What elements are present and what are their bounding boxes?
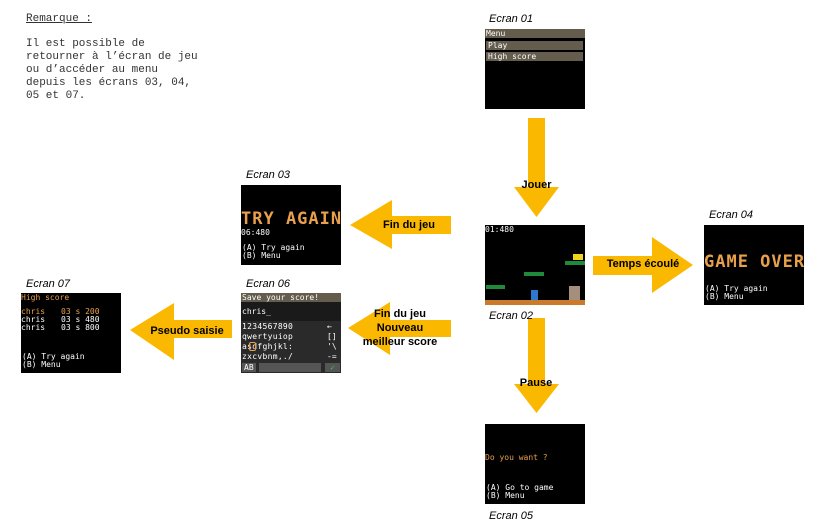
ecran01-caption: Ecran 01	[489, 13, 534, 25]
menu-item-play[interactable]: Play	[486, 41, 583, 50]
arrow-label-temps-ecoule: Temps écoulé	[606, 258, 680, 270]
game-over-title: GAME OVER	[704, 252, 804, 272]
ecran01-screen: Menu Play High score	[485, 29, 585, 109]
key-extra[interactable]: '\	[327, 342, 337, 351]
option-menu[interactable]: (B) Menu	[705, 292, 744, 301]
ecran05-screen: Do you want ? (A) Go to game (B) Menu	[485, 424, 585, 504]
key-case-toggle[interactable]: AB	[242, 363, 256, 372]
score-value: 03 s 800	[61, 323, 100, 332]
option-go-to-game[interactable]: (A) Go to game	[486, 483, 554, 492]
name-input[interactable]: chris_	[242, 307, 271, 316]
arrow-label-pause: Pause	[519, 377, 553, 389]
option-menu[interactable]: (B) Menu	[486, 491, 525, 500]
note-line: ou d’accéder au menu	[26, 64, 159, 76]
option-menu[interactable]: (B) Menu	[242, 251, 281, 260]
menu-header: Menu	[485, 29, 585, 38]
arrow-label-jouer: Jouer	[521, 179, 552, 191]
menu-item-high-score[interactable]: High score	[486, 52, 583, 61]
score-value: 03 s 480	[61, 315, 100, 324]
game-timer: 01:480	[485, 225, 514, 234]
platform-green	[524, 272, 544, 276]
platform-yellow	[573, 254, 583, 260]
player-character	[531, 290, 538, 300]
obstacle-block	[569, 286, 580, 300]
key-backspace[interactable]: ←	[327, 322, 332, 331]
ecran04-screen: GAME OVER (A) Try again (B) Menu	[704, 225, 804, 305]
score-value: 03 s 200	[61, 307, 100, 316]
arrow-temps-ecoule	[593, 237, 693, 293]
option-try-again[interactable]: (A) Try again	[242, 243, 305, 252]
keyboard-row[interactable]: asdfghjkl:	[242, 342, 294, 351]
save-score-header: Save your score!	[241, 293, 341, 302]
ecran06-caption: Ecran 06	[246, 278, 291, 290]
score-name: chris	[21, 315, 46, 324]
ecran04-caption: Ecran 04	[709, 209, 754, 221]
note-line: retourner à l’écran de jeu	[26, 51, 198, 63]
platform-green	[565, 261, 585, 265]
arrow-jouer	[514, 118, 559, 217]
ecran07-caption: Ecran 07	[26, 278, 71, 290]
ecran07-screen: High score chris 03 s 200 chris 03 s 480…	[21, 293, 121, 373]
key-extra[interactable]: []	[327, 332, 337, 341]
ecran05-caption: Ecran 05	[489, 510, 534, 522]
arrow-nouveau-score	[348, 302, 451, 355]
option-try-again[interactable]: (A) Try again	[22, 352, 85, 361]
ground	[485, 300, 585, 305]
on-screen-keyboard: 1234567890 ← qwertyuiop [] asdfghjkl: '\…	[241, 321, 341, 373]
note-body: Il est possible de retourner à l’écran d…	[26, 38, 211, 103]
arrow-pseudo-saisie	[130, 303, 232, 360]
ecran02-screen: 01:480	[485, 225, 585, 305]
score-name: chris	[21, 307, 46, 316]
note-line: Il est possible de	[26, 38, 145, 50]
arrow-label-nouveau-score: Fin du jeu Nouveau meilleur score	[362, 308, 438, 348]
key-space[interactable]	[259, 363, 321, 372]
key-validate[interactable]: ✓	[325, 363, 340, 372]
ecran03-screen: TRY AGAIN 06:480 (A) Try again (B) Menu	[241, 185, 341, 265]
ecran03-caption: Ecran 03	[246, 169, 291, 181]
high-score-title: High score	[21, 293, 70, 302]
key-cursor	[249, 342, 256, 351]
ecran02-caption: Ecran 02	[489, 310, 534, 322]
arrow-pause	[514, 318, 559, 413]
score-name: chris	[21, 323, 46, 332]
keyboard-row[interactable]: qwertyuiop	[242, 332, 294, 341]
option-try-again[interactable]: (A) Try again	[705, 284, 768, 293]
note-line: 05 et 07.	[26, 90, 86, 102]
note-title: Remarque :	[26, 13, 93, 25]
arrow-label-fin-du-jeu: Fin du jeu	[383, 219, 435, 231]
try-again-title: TRY AGAIN	[241, 209, 341, 229]
keyboard-row[interactable]: 1234567890	[242, 322, 294, 331]
pause-question: Do you want ?	[485, 453, 548, 462]
arrow-fin-du-jeu	[350, 200, 451, 249]
key-extra[interactable]: -=	[327, 352, 337, 361]
option-menu[interactable]: (B) Menu	[22, 360, 61, 369]
arrow-label-pseudo-saisie: Pseudo saisie	[150, 325, 224, 337]
final-score: 06:480	[241, 228, 270, 237]
note-line: depuis les écrans 03, 04,	[26, 77, 192, 89]
keyboard-row[interactable]: zxcvbnm,./	[242, 352, 294, 361]
ecran06-screen: Save your score! chris_ 1234567890 ← qwe…	[241, 293, 341, 373]
platform-green	[486, 285, 505, 289]
